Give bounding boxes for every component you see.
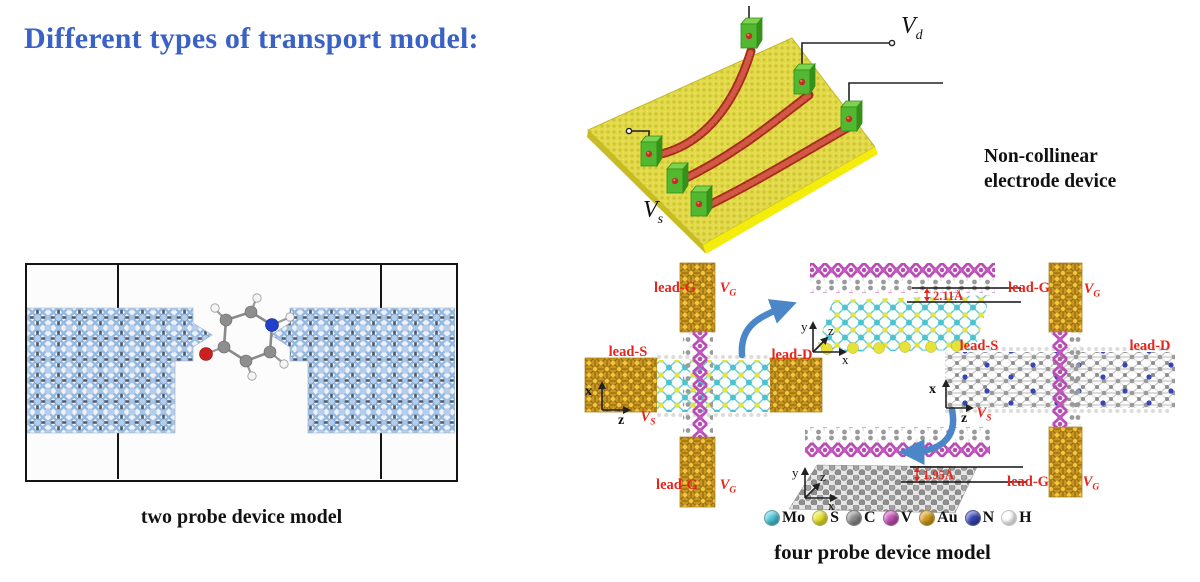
n-atom-swatch — [964, 510, 981, 526]
legend-label: H — [1019, 509, 1032, 526]
lead-s-label: lead-S — [960, 338, 999, 354]
page-title: Different types of transport model: — [24, 22, 479, 55]
vs-label: VS — [977, 405, 992, 424]
mos2-channel — [657, 360, 770, 412]
non-collinear-device-image: Vs Vd — [587, 6, 943, 253]
right-electrode-lattice — [270, 307, 456, 434]
axis-z-label: z — [618, 413, 624, 428]
lead-g-bottom-label: lead-G — [656, 477, 698, 493]
carbon-nanotubes — [652, 46, 854, 213]
legend-item-h: H — [1001, 509, 1032, 527]
legend-item-c: C — [846, 509, 876, 527]
lead-d-label: lead-D — [771, 347, 812, 363]
v-atom-swatch — [882, 510, 899, 526]
gold-lead-bottom — [1048, 426, 1083, 498]
axis-z-label: z — [961, 411, 967, 426]
gold-lead-top — [1048, 262, 1083, 333]
vs-label: VS — [641, 409, 656, 428]
axis-z-label: z — [828, 323, 834, 338]
zoom-arrow-left — [738, 299, 797, 359]
inset-axes-bottom — [801, 467, 838, 502]
axis-x-label: x — [828, 498, 835, 513]
two-probe-structure-image — [26, 265, 456, 479]
molecule — [199, 293, 295, 381]
right-cross-device — [945, 262, 1175, 498]
vg-top-label: VG — [720, 280, 737, 299]
axis-x-label: x — [929, 382, 936, 397]
legend-label: N — [982, 509, 995, 526]
legend-item-mo: Mo — [764, 509, 805, 527]
four-probe-device-image: 2.11Å y z x 1.95Å — [584, 262, 1175, 514]
mos2-slab — [815, 295, 990, 352]
non-collinear-caption-line2: electrode device — [984, 171, 1117, 193]
v-chain-side-view — [805, 427, 990, 457]
substrate-edge-shadow — [587, 130, 706, 253]
lead-d-label: lead-D — [1129, 338, 1170, 354]
left-electrode-lattice — [26, 307, 213, 434]
drain-voltage-label: Vd — [901, 13, 924, 43]
c-atom-swatch — [846, 510, 863, 526]
source-voltage-label: Vs — [643, 197, 664, 227]
vg-bottom-label: VG — [720, 477, 737, 496]
vg-bottom-label: VG — [1083, 474, 1100, 493]
legend-label: Au — [937, 509, 958, 526]
right-cross-labels: lead-G lead-S lead-D lead-G VG VG VS — [960, 280, 1171, 493]
inset-axes-top — [809, 321, 847, 356]
left-cross-axes — [598, 381, 631, 414]
drain-terminal — [888, 39, 896, 47]
two-probe-caption: two probe device model — [140, 506, 343, 528]
legend-item-s: S — [812, 509, 839, 527]
legend-label: C — [864, 509, 876, 526]
lead-g-top-label: lead-G — [1008, 280, 1050, 296]
atom-legend: Mo S C V Au N H — [764, 509, 1032, 527]
left-cross-labels: lead-G lead-S lead-D lead-G VG VG VS — [609, 280, 813, 496]
gold-lead-drain — [769, 357, 823, 413]
non-collinear-caption: Non-collinear electrode device — [984, 144, 1159, 195]
legend-item-v: V — [882, 509, 913, 527]
distance-value-bottom: 1.95Å — [923, 468, 954, 482]
gold-lead-source — [584, 357, 658, 413]
substrate-edge — [703, 147, 878, 253]
legend-label: V — [900, 509, 913, 526]
zoom-arrow-right — [898, 406, 957, 465]
axis-y-label: y — [792, 465, 799, 480]
gold-lead-bottom — [679, 436, 716, 508]
right-cross-axes — [942, 379, 974, 412]
lead-s-label: lead-S — [609, 344, 648, 360]
axis-x-label: x — [585, 384, 592, 399]
vanadium-chain — [1051, 332, 1081, 427]
distance-marker-bottom: 1.95Å — [914, 467, 954, 482]
source-terminal — [625, 127, 633, 135]
legend-label: Mo — [782, 509, 806, 526]
s-atom-swatch — [812, 510, 829, 526]
h-atom-swatch — [1001, 510, 1018, 526]
two-probe-figure — [25, 263, 458, 482]
gold-lead-top — [679, 262, 716, 333]
left-cross-device — [584, 262, 823, 508]
vg-top-label: VG — [1084, 281, 1101, 300]
legend-item-au: Au — [919, 509, 958, 527]
axis-x-label: x — [842, 352, 849, 367]
inset-v-on-graphene: 1.95Å y z x — [788, 427, 1026, 514]
distance-marker-top: 2.11Å — [924, 288, 963, 303]
oxygen-atom — [199, 347, 213, 361]
distance-value-top: 2.11Å — [933, 289, 963, 303]
mo-atom-swatch — [764, 510, 780, 526]
nitrogen-atom — [265, 318, 279, 332]
lead-g-top-label: lead-G — [654, 280, 696, 296]
four-probe-caption: four probe device model — [774, 540, 991, 564]
inset-v-on-mos2: 2.11Å y z x — [801, 263, 1021, 367]
au-atom-swatch — [919, 510, 936, 526]
vanadium-chain — [683, 332, 713, 437]
lead-g-bottom-label: lead-G — [1007, 474, 1049, 490]
axis-z-label: z — [820, 469, 826, 484]
legend-item-n: N — [964, 509, 995, 527]
axis-y-label: y — [801, 319, 808, 334]
legend-label: S — [830, 509, 840, 526]
non-collinear-caption-line1: Non-collinear — [984, 146, 1098, 167]
